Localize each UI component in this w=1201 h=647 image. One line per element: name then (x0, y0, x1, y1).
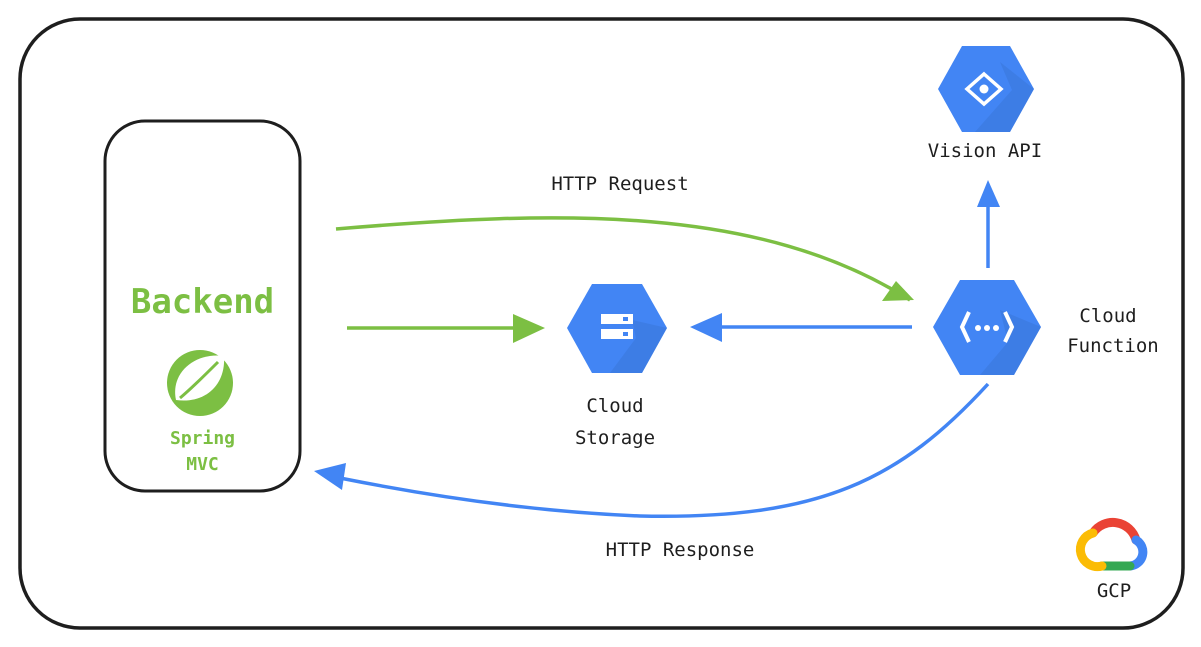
framework-label-line1: Spring (169, 428, 236, 449)
backend-to-storage-arrowhead (513, 314, 545, 343)
http-request-label: HTTP Request (551, 173, 689, 195)
http-response-label: HTTP Response (605, 539, 755, 561)
cloud-storage-label-line2: Storage (574, 427, 656, 449)
http-response-arrow (339, 382, 990, 519)
backend-title: Backend (130, 282, 275, 322)
cloud-storage-icon (567, 284, 667, 373)
gcp-boundary (18, 17, 1185, 630)
gcp-label: GCP (1096, 580, 1132, 602)
vision-api-label: Vision API (927, 140, 1043, 162)
cloud-function-label-line2: Function (1067, 335, 1159, 357)
function-to-vision-arrowhead (977, 180, 1000, 207)
http-request-arrowhead (882, 281, 914, 301)
function-to-storage-arrowhead (690, 313, 722, 342)
http-request-arrow (335, 216, 911, 302)
backend-box (103, 119, 302, 493)
vision-api-icon (938, 46, 1034, 132)
cloud-storage-label-line1: Cloud (586, 395, 644, 417)
cloud-function-icon (933, 280, 1041, 375)
framework-label-line2: MVC (186, 454, 219, 475)
cloud-function-label-line1: Cloud (1079, 305, 1137, 327)
spring-leaf-icon (167, 346, 237, 416)
http-response-arrowhead (314, 463, 346, 490)
google-cloud-icon (1075, 517, 1148, 572)
